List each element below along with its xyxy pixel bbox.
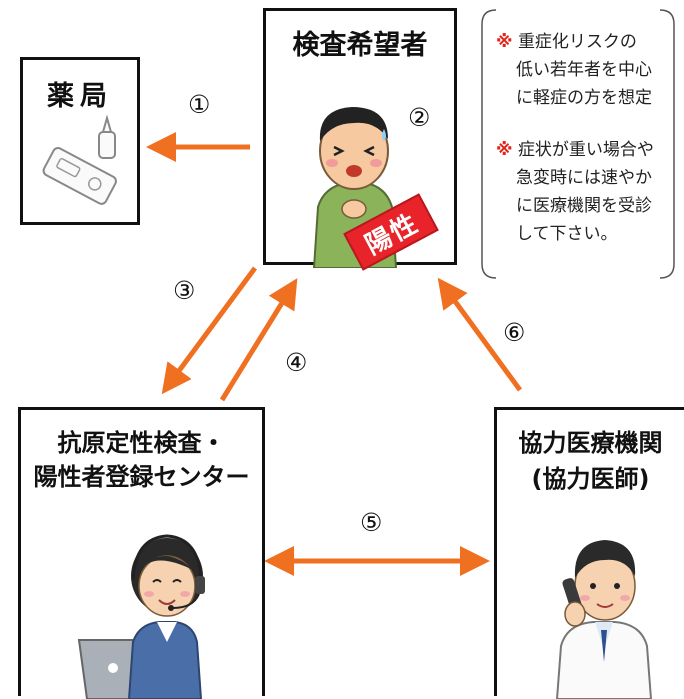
doctor-on-phone-icon [555, 540, 653, 699]
clinic-label-line2: (協力医師) [531, 465, 650, 493]
note-1-line-2: 低い若年者を中心 [516, 60, 652, 80]
center-label-line1: 抗原定性検査・ [57, 429, 226, 457]
note-2-line-3: に医療機関を受診 [516, 196, 652, 216]
step-label-3: ③ [173, 276, 196, 305]
note-1-line-1: 重症化リスクの [517, 32, 637, 52]
note-2-line-1: 症状が重い場合や [517, 140, 654, 160]
call-center-operator-icon [77, 534, 205, 699]
applicant-label: 検査希望者 [292, 30, 428, 61]
step-label-2: ② [408, 103, 431, 132]
note-2-line-4: して下さい。 [516, 224, 618, 244]
arrow-step-6 [437, 277, 523, 392]
center-box: 抗原定性検査・ 陽性者登録センター [18, 407, 265, 699]
note-bracket-left [481, 9, 497, 279]
note-item-2: ※ 症状が重い場合や 急変時には速やか に医療機関を受診 して下さい。 [488, 136, 678, 248]
note-1-line-3: に軽症の方を想定 [516, 88, 652, 108]
applicant-box: 検査希望者 ② 陽性 [263, 8, 457, 271]
note-item-1: ※ 重症化リスクの 低い若年者を中心 に軽症の方を想定 [488, 28, 678, 112]
note-panel: ※ 重症化リスクの 低い若年者を中心 に軽症の方を想定 ※ 症状が重い場合や 急… [478, 8, 678, 280]
clinic-box: 協力医療機関 (協力医師) [494, 407, 684, 699]
center-label-line2: 陽性者登録センター [33, 463, 250, 491]
step-label-1: ① [188, 90, 211, 119]
clinic-label-line1: 協力医療機関 [518, 429, 663, 457]
step-label-5: ⑤ [360, 508, 383, 537]
arrow-step-3 [161, 266, 258, 395]
arrow-step-4 [219, 278, 298, 402]
step-label-6: ⑥ [503, 318, 526, 347]
note-2-line-2: 急変時には速やか [516, 168, 652, 188]
step-label-4: ④ [285, 348, 308, 377]
note-bracket-right [659, 9, 675, 279]
note-mark-2: ※ [496, 140, 513, 160]
pharmacy-box: 薬局 [20, 57, 140, 225]
note-mark-1: ※ [496, 32, 513, 52]
antigen-test-kit-icon [42, 114, 117, 205]
pharmacy-label: 薬局 [47, 81, 113, 112]
